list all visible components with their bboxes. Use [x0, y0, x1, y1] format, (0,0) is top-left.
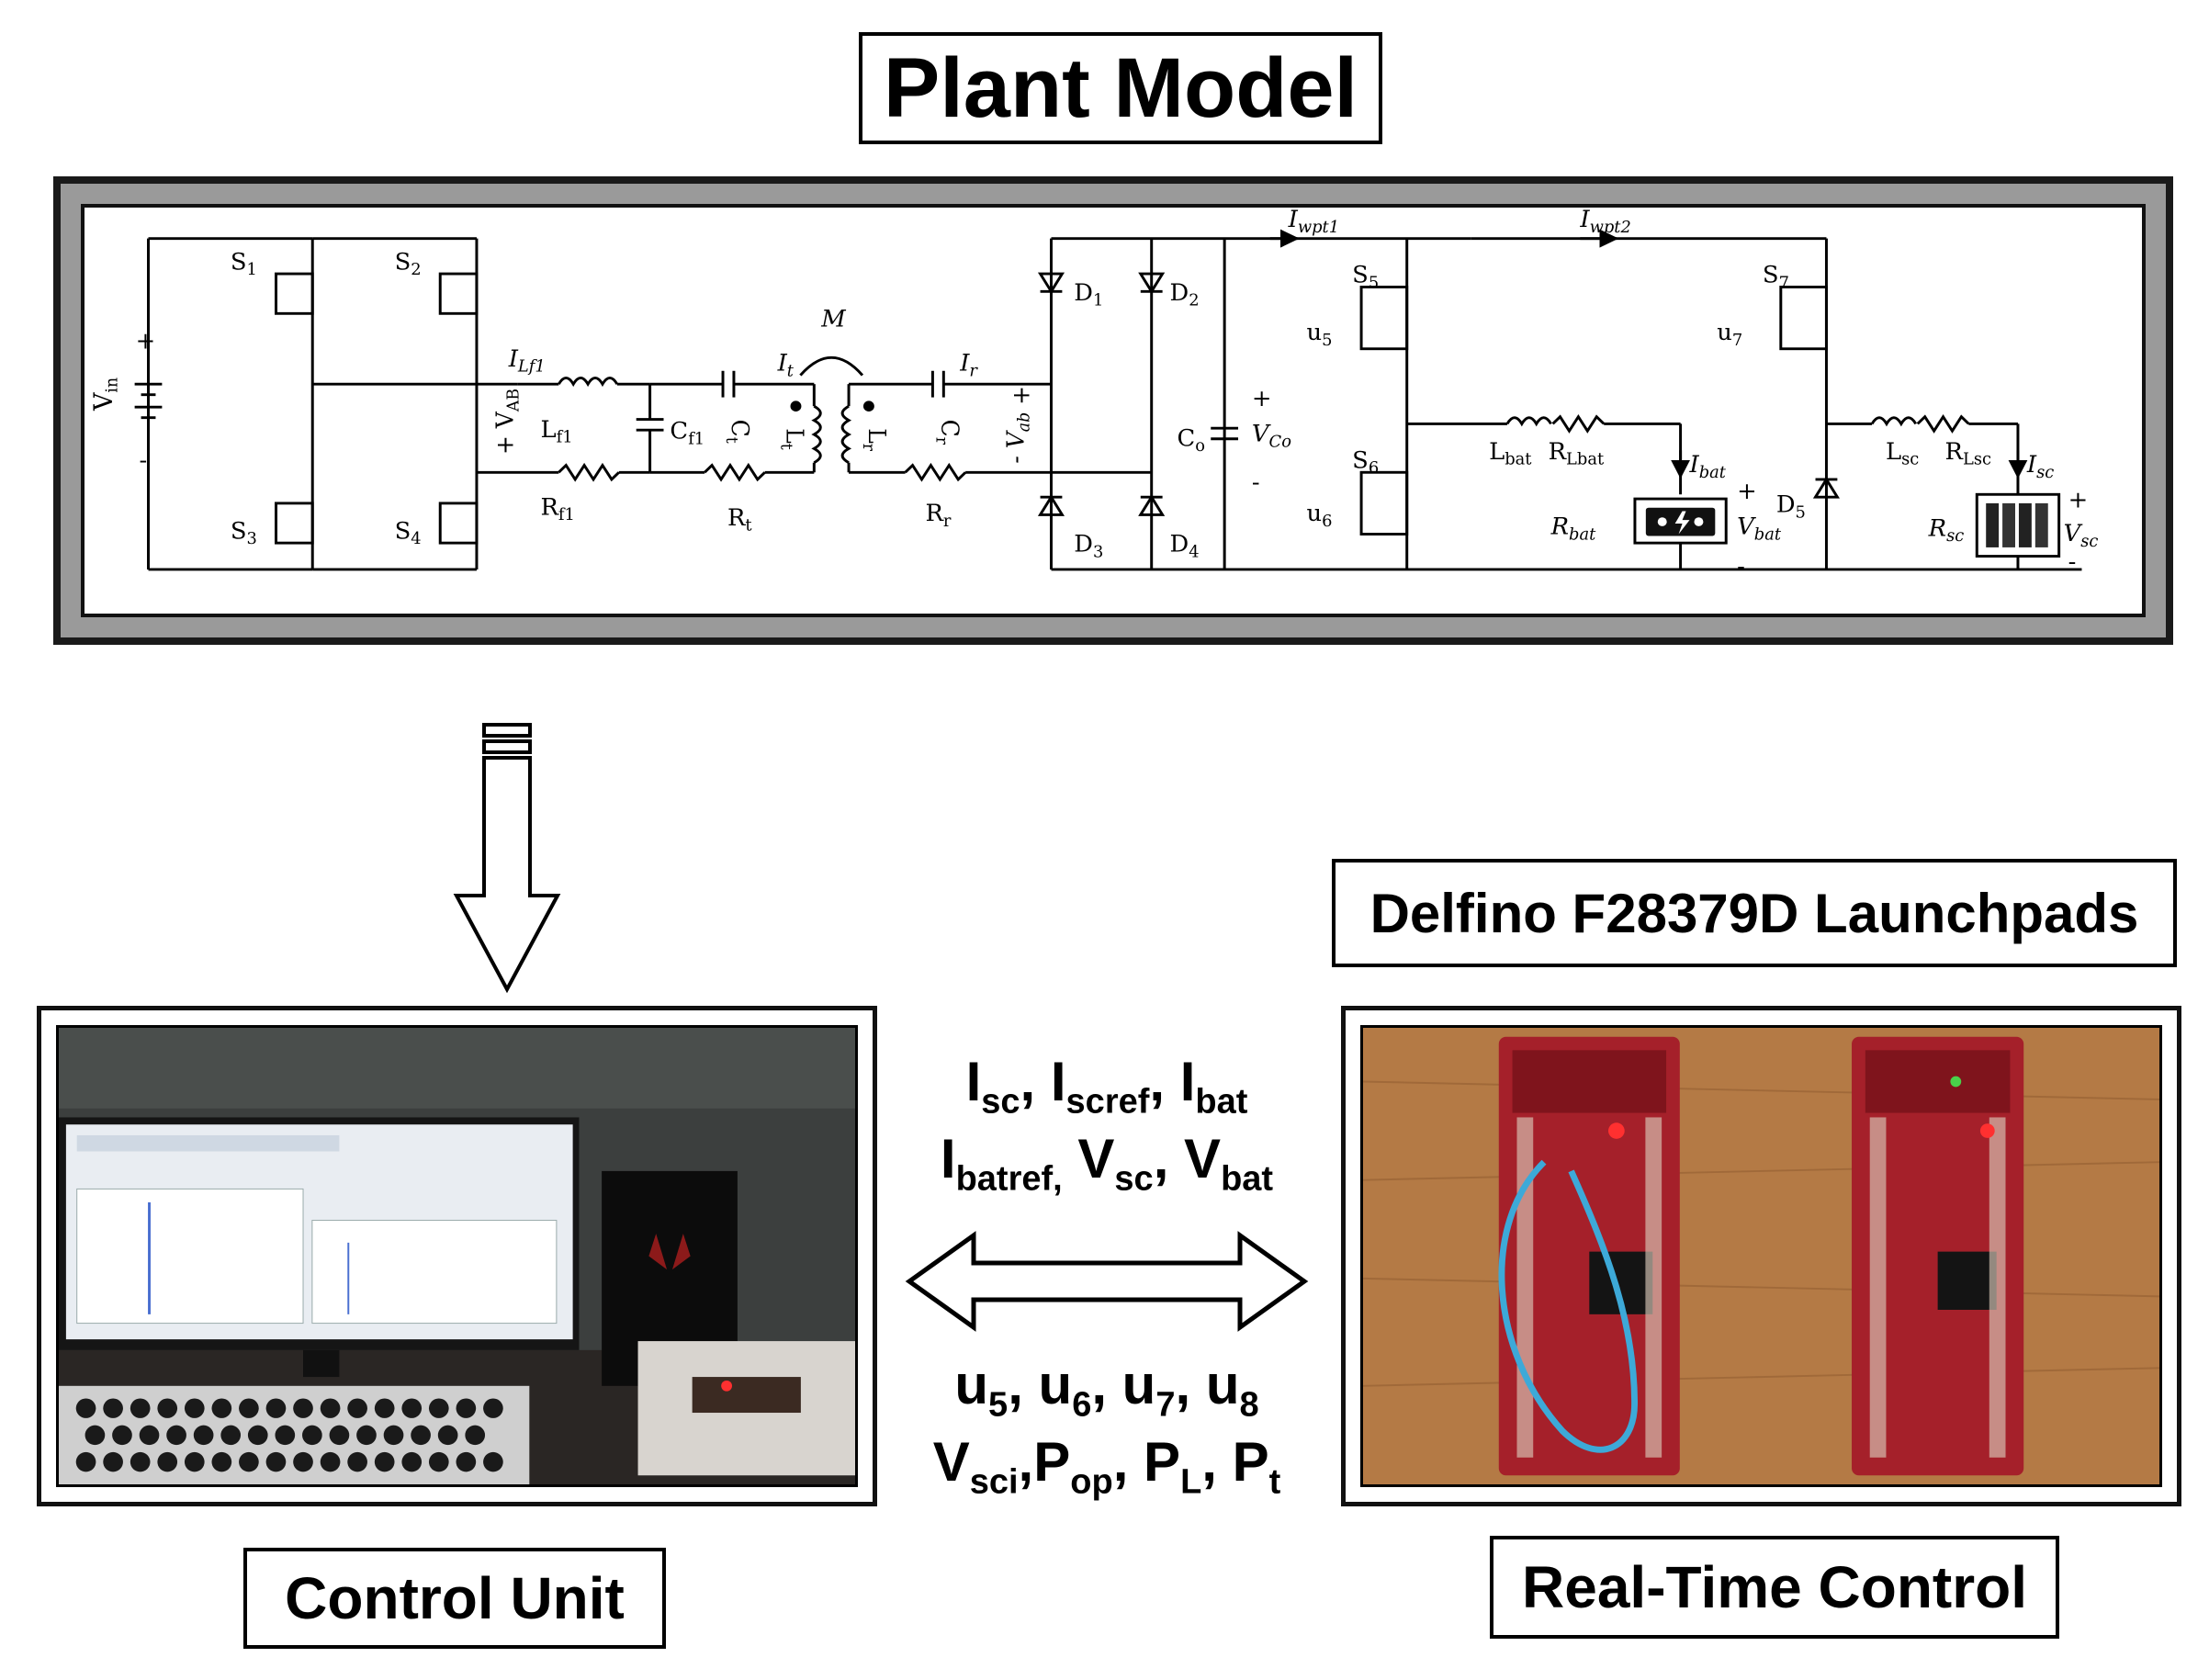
vbat-plus: + — [1737, 477, 1757, 504]
rr-label: Rr — [925, 500, 952, 531]
plant-model-panel: Vin + - S1 S2 S3 S4 ILf1 Lf1 Rf1 Cf1 + V… — [81, 204, 2146, 617]
lbat-label: Lbat — [1489, 437, 1531, 468]
monitor-image — [59, 1117, 580, 1378]
iwpt1-label: Iwpt1 — [1288, 208, 1339, 237]
plant-model-title: Plant Model — [859, 32, 1382, 144]
feedback-signals-line-1: Isc, Iscref, Ibat — [965, 1051, 1248, 1122]
launchpad-board-1 — [1498, 1036, 1680, 1476]
d1-label: D1 — [1074, 278, 1103, 310]
iwpt2-label: Iwpt2 — [1579, 208, 1630, 237]
lr-label: Lr — [859, 428, 891, 451]
down-arrow — [453, 723, 561, 994]
rbat-label: Rbat — [1550, 513, 1597, 544]
d5-label: D5 — [1776, 490, 1806, 522]
vco-plus: + — [1252, 385, 1272, 412]
vab-upper-label: + VAB — [490, 389, 523, 455]
s1-label: S1 — [231, 248, 257, 279]
real-time-control-photo-frame — [1341, 1006, 2181, 1506]
rlsc-label: RLsc — [1945, 437, 1992, 468]
real-time-control-title: Real-Time Control — [1490, 1536, 2059, 1639]
vbat-minus: - — [1737, 552, 1745, 580]
rlbat-label: RLbat — [1549, 437, 1605, 468]
circuit-schematic: Vin + - S1 S2 S3 S4 ILf1 Lf1 Rf1 Cf1 + V… — [89, 208, 2098, 580]
control-unit-title: Control Unit — [243, 1548, 666, 1649]
co-label: Co — [1178, 424, 1206, 456]
ir-label: Ir — [959, 349, 978, 380]
u5-label: u5 — [1306, 319, 1332, 350]
lt-label: Lt — [777, 428, 809, 450]
cr-label: Cr — [931, 420, 964, 445]
vco-label: VCo — [1252, 420, 1291, 451]
ibat-label: Ibat — [1689, 451, 1727, 482]
vsc-minus: - — [2068, 547, 2077, 575]
vbat-label: Vbat — [1737, 513, 1782, 544]
vin-minus: - — [140, 446, 148, 474]
u7-label: u7 — [1717, 319, 1742, 350]
lsc-label: Lsc — [1886, 437, 1919, 468]
d4-label: D4 — [1170, 530, 1200, 561]
battery-icon — [1645, 507, 1716, 536]
s4-label: S4 — [395, 517, 422, 548]
d3-label: D3 — [1074, 530, 1103, 561]
supercapacitor-icon — [1975, 492, 2061, 558]
vco-minus: - — [1252, 468, 1260, 496]
circuit-labels: Vin + - S1 S2 S3 S4 ILf1 Lf1 Rf1 Cf1 + V… — [89, 208, 2098, 580]
isc-label: Isc — [2026, 451, 2055, 482]
vin-label: Vin — [89, 378, 121, 412]
s3-label: S3 — [231, 517, 257, 548]
m-label: M — [820, 305, 846, 333]
keyboard-image — [59, 1385, 530, 1484]
ilf1-label: ILf1 — [508, 344, 546, 376]
control-signals-line-2: Vsci,Pop, PL, Pt — [932, 1431, 1281, 1502]
rt-label: Rt — [727, 503, 752, 535]
delfino-title: Delfino F28379D Launchpads — [1332, 859, 2177, 967]
rsc-label: Rsc — [1928, 514, 1965, 546]
plant-model-frame: Vin + - S1 S2 S3 S4 ILf1 Lf1 Rf1 Cf1 + V… — [53, 176, 2173, 645]
s6-label: S6 — [1352, 446, 1379, 478]
d2-label: D2 — [1170, 278, 1200, 310]
lf1-label: Lf1 — [540, 415, 572, 446]
control-unit-photo-frame — [37, 1006, 877, 1506]
launchpads-photo — [1360, 1025, 2162, 1487]
bidirectional-arrow — [905, 1231, 1309, 1332]
s5-label: S5 — [1352, 261, 1379, 292]
vsc-label: Vsc — [2064, 520, 2099, 551]
ct-label: Ct — [722, 420, 754, 444]
cf1-label: Cf1 — [670, 417, 704, 448]
s7-label: S7 — [1763, 261, 1789, 292]
control-signals-line-1: u5, u6, u7, u8 — [954, 1354, 1259, 1425]
s2-label: S2 — [395, 248, 422, 279]
vsc-plus: + — [2068, 486, 2089, 513]
rf1-label: Rf1 — [540, 493, 574, 524]
u6-label: u6 — [1306, 500, 1332, 531]
launchpad-board-2 — [1852, 1036, 2024, 1476]
vab-lower-label: - Vab + — [1001, 386, 1034, 464]
it-label: It — [777, 349, 795, 380]
feedback-signals-line-2: Ibatref, Vsc, Vbat — [940, 1128, 1274, 1199]
vin-plus: + — [136, 327, 156, 355]
control-unit-photo — [56, 1025, 858, 1487]
